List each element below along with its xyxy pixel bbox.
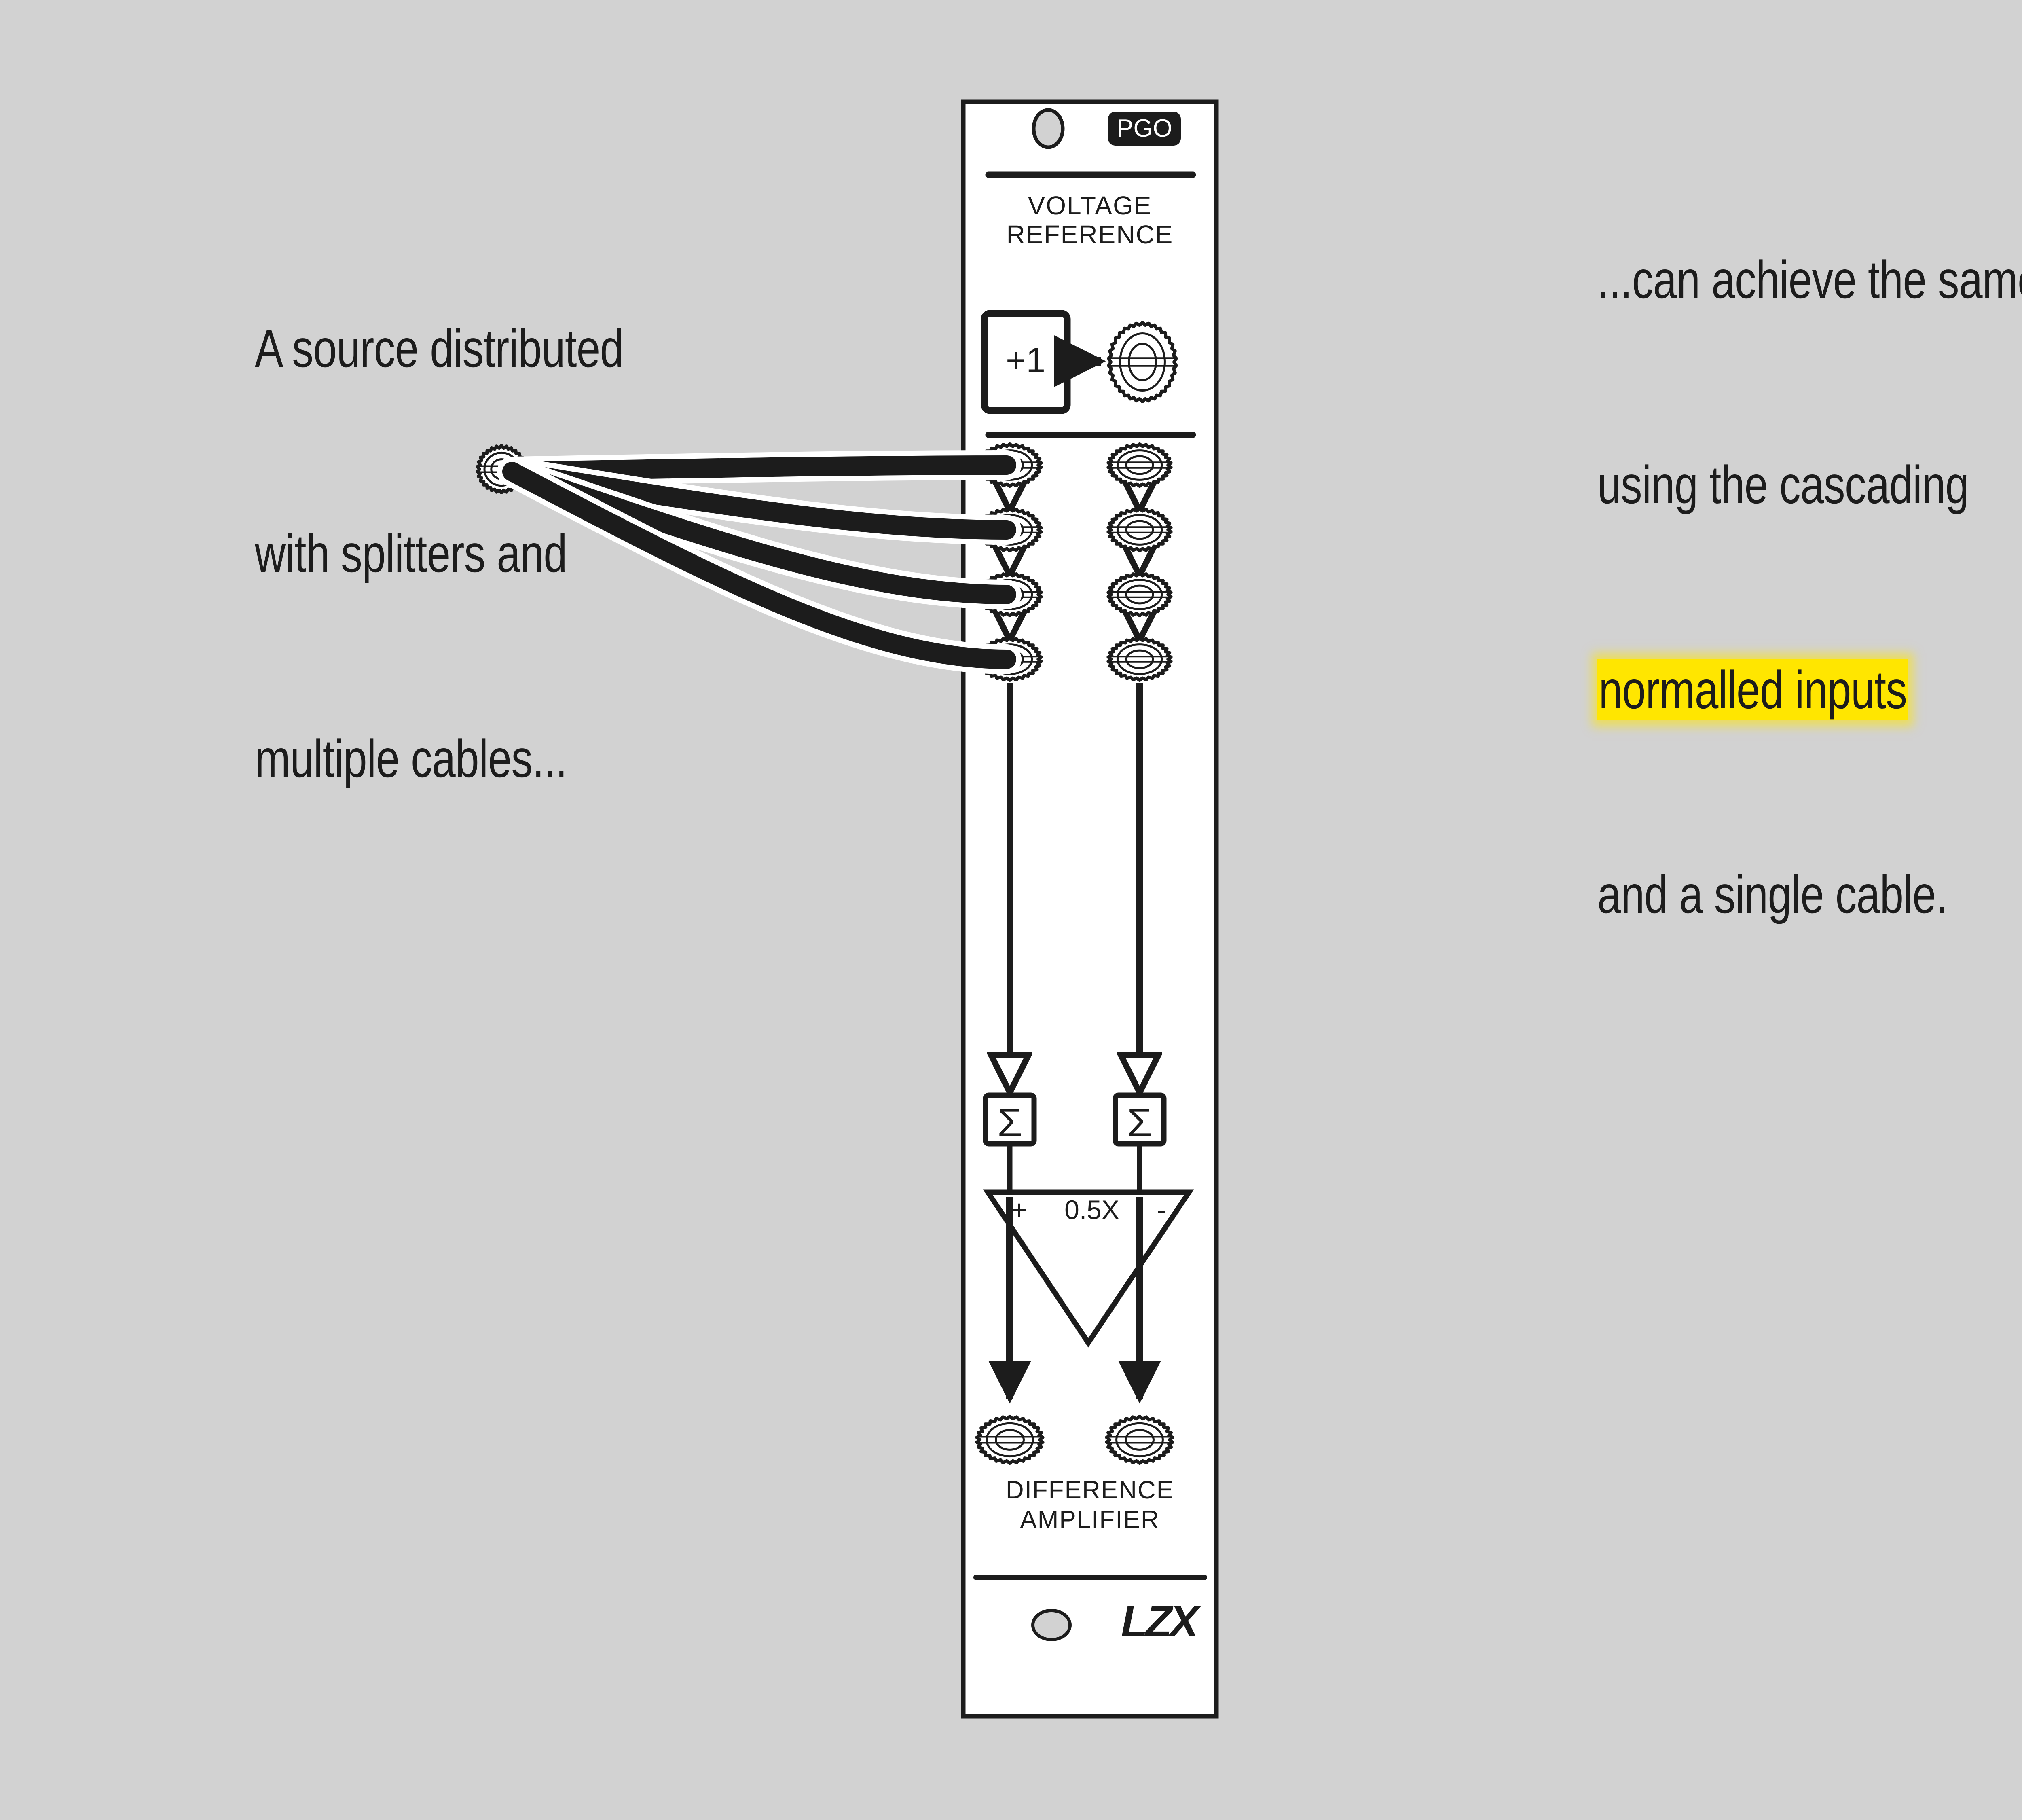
- amp-plus-left: +: [1011, 1195, 1027, 1225]
- offset-box-label-left: +1: [1006, 341, 1045, 380]
- left-module-input-jack-b-1-inner-circle: [1125, 455, 1154, 475]
- caption-right-line-2: using the cascading: [1597, 455, 1969, 514]
- left-module-output-jack-a-inner-circle: [995, 1429, 1025, 1451]
- footer-line1-left: DIFFERENCE: [1006, 1476, 1174, 1504]
- section-title-line2-left: REFERENCE: [1007, 220, 1174, 249]
- left-module-output-jack-a[interactable]: [975, 1415, 1045, 1465]
- left-module-cable-4[interactable]: [502, 462, 1016, 669]
- amp-gain-left: 0.5X: [1064, 1195, 1119, 1225]
- left-module-offset-knob-inner-circle: [1127, 343, 1157, 381]
- left-module-input-jack-b-1[interactable]: [1106, 442, 1173, 488]
- caption-right: ...can achieve the same result using the…: [1597, 109, 2022, 1066]
- caption-left: A source distributed with splitters and …: [255, 178, 624, 929]
- screw-hole-bottom-left: [1031, 1609, 1072, 1641]
- left-module-output-jack-b[interactable]: [1105, 1415, 1174, 1465]
- brand-badge-label-left: PGO: [1117, 114, 1172, 142]
- caption-left-line-3: multiple cables...: [255, 728, 567, 788]
- left-module-offset-knob[interactable]: [1107, 321, 1178, 403]
- left-module-input-jack-b-4[interactable]: [1106, 637, 1173, 682]
- left-module-patch-cables[interactable]: [497, 450, 1022, 674]
- sum-label-a-left: Σ: [997, 1100, 1022, 1145]
- left-module[interactable]: PGO VOLTAGE REFERENCE +1 Σ Σ + 0.5X -: [961, 99, 1219, 1719]
- sum-label-b-left: Σ: [1127, 1100, 1152, 1145]
- amp-minus-left: -: [1157, 1195, 1166, 1225]
- caption-right-line-1: ...can achieve the same result: [1597, 250, 2022, 309]
- left-module-input-jack-b-3-inner-circle: [1125, 584, 1154, 605]
- lzx-logo-left: LZX: [1121, 1597, 1201, 1646]
- left-module-input-jack-b-4-inner-circle: [1125, 649, 1154, 669]
- left-module-cable-1[interactable]: [502, 455, 1016, 481]
- caption-left-line-2: with splitters and: [255, 523, 567, 583]
- left-module-output-jack-b-inner-circle: [1125, 1429, 1155, 1451]
- left-module-input-jack-b-2[interactable]: [1106, 507, 1173, 552]
- left-module-cable-2[interactable]: [502, 462, 1016, 540]
- section-title-line1-left: VOLTAGE: [1028, 191, 1152, 220]
- caption-right-line-4: and a single cable.: [1597, 865, 1948, 925]
- screw-hole-top-left: [1032, 108, 1065, 149]
- footer-line2-left: AMPLIFIER: [1020, 1506, 1159, 1534]
- brand-badge-pgo-left: [1108, 112, 1181, 146]
- caption-right-highlight-line: normalled inputs: [1597, 656, 2022, 724]
- left-module-input-jack-b-2-inner-circle: [1125, 520, 1154, 540]
- caption-left-line-1: A source distributed: [255, 318, 624, 378]
- normalled-inputs-highlight: normalled inputs: [1597, 659, 1908, 720]
- left-module-input-jack-b-3[interactable]: [1106, 572, 1173, 617]
